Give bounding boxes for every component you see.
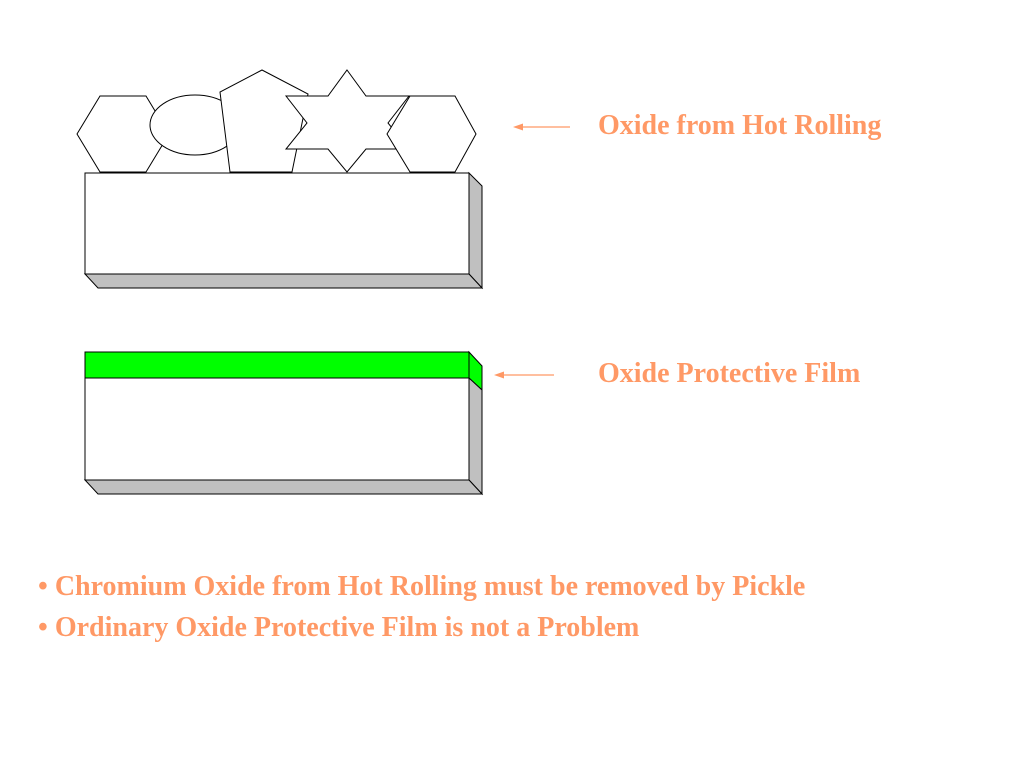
bullet-item: • Ordinary Oxide Protective Film is not …	[38, 607, 805, 648]
steel-block-top-bottom	[83, 273, 484, 289]
bullet-text: Chromium Oxide from Hot Rolling must be …	[54, 571, 806, 602]
bullet-marker: •	[38, 571, 48, 602]
oxide-particle-pentagon	[219, 69, 309, 173]
bullet-text: Ordinary Oxide Protective Film is not a …	[54, 612, 640, 643]
oxide-particle-star	[284, 69, 411, 173]
oxide-particle-hexagon-left	[76, 95, 170, 173]
oxide-particle-hexagon-right	[386, 95, 477, 173]
steel-block-film	[83, 350, 484, 496]
steel-block-film-face	[84, 377, 470, 481]
steel-block-top-side	[468, 171, 483, 290]
protective-film-layer	[84, 351, 470, 379]
arrow-hot-rolling	[513, 123, 570, 131]
label-hot-rolling-oxide: Oxide from Hot Rolling	[598, 110, 882, 141]
steel-block-top	[83, 171, 484, 290]
steel-block-top-face	[84, 172, 470, 275]
bullet-item: • Chromium Oxide from Hot Rolling must b…	[38, 566, 805, 607]
bullet-list: • Chromium Oxide from Hot Rolling must b…	[38, 566, 805, 648]
hot-rolling-oxide-particles	[76, 69, 477, 173]
bullet-marker: •	[38, 612, 48, 643]
label-protective-film: Oxide Protective Film	[598, 358, 861, 389]
arrow-protective-film	[494, 371, 554, 379]
steel-block-film-side	[468, 376, 483, 496]
steel-block-film-bottom	[83, 479, 484, 495]
